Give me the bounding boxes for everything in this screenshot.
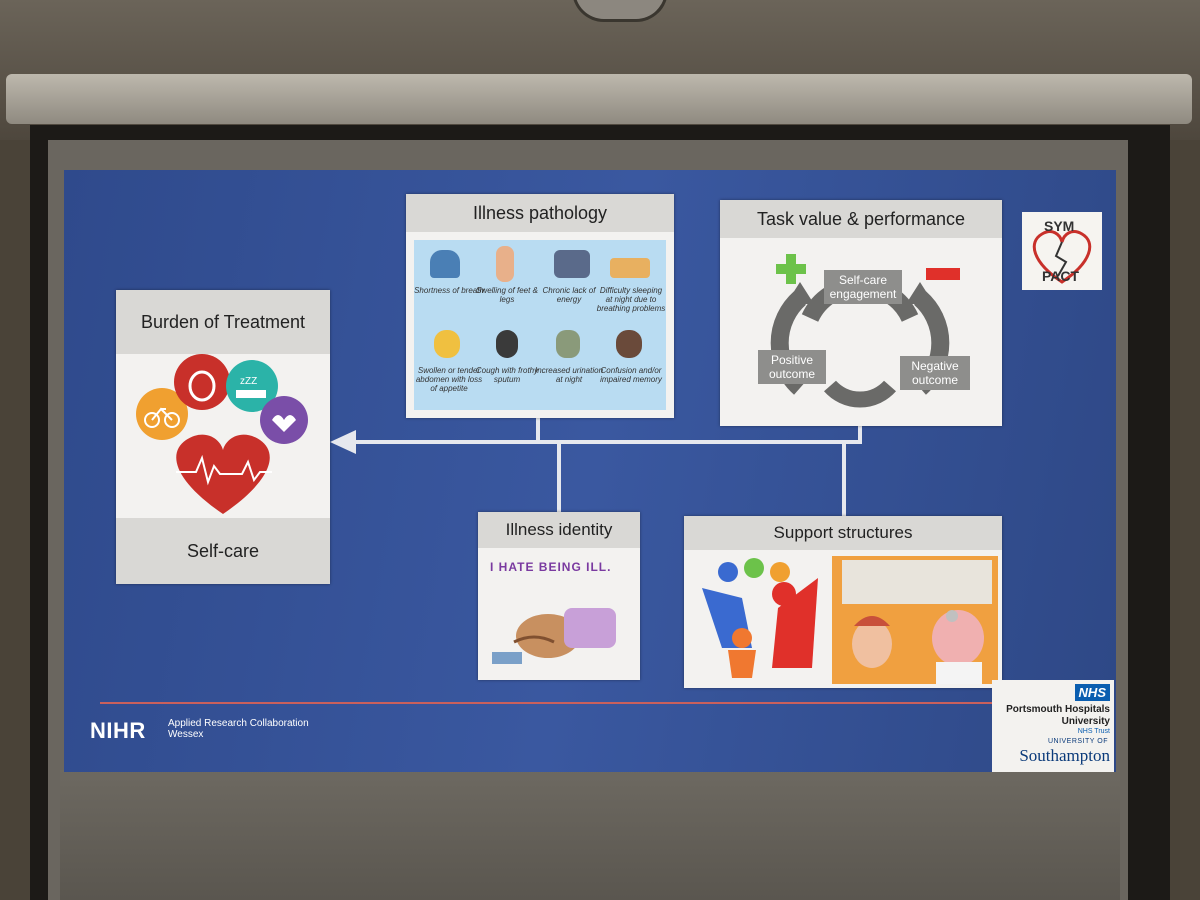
sympact-logo: SYM PACT (1022, 212, 1102, 290)
connector-identity (557, 442, 561, 512)
partner-logos: NHS Portsmouth Hospitals University NHS … (992, 680, 1114, 772)
symptom-figure-confusion (616, 330, 642, 358)
sick-person-illustration (492, 608, 616, 664)
screen-lower-area (60, 770, 1120, 900)
symptom-figure-legs (496, 246, 514, 282)
minus-icon (926, 268, 960, 280)
connector-task (858, 426, 862, 442)
arc-line-1: Applied Research Collaboration (168, 718, 309, 729)
pathology-title: Illness pathology (406, 194, 674, 232)
symptom-figure-breath (430, 250, 460, 278)
connector-horizontal (354, 440, 862, 444)
symptom-caption: Cough with frothy sputum (475, 366, 539, 384)
doctor-patient-illustration (832, 556, 998, 684)
burden-illustration: zZZ (136, 354, 308, 514)
self-care-label: Self-care (116, 518, 330, 584)
symptom-caption: Increased urination at night (534, 366, 604, 384)
symptom-figure-urination (556, 330, 580, 358)
symptom-figure-cough (496, 330, 518, 358)
plus-icon (776, 254, 806, 284)
arc-wessex-text: Applied Research Collaboration Wessex (168, 718, 309, 740)
burden-of-treatment-card: Burden of Treatment zZZ Self-care (116, 290, 330, 584)
apple-icon (174, 354, 230, 410)
feedback-cycle-diagram (770, 254, 960, 408)
support-structures-card: Support structures (684, 516, 1002, 688)
symptom-caption: Shortness of breath (414, 286, 484, 295)
symptom-figure-bed (610, 258, 650, 278)
symptom-caption: Difficulty sleeping at night due to brea… (596, 286, 666, 313)
arc-line-2: Wessex (168, 729, 204, 740)
trust-line-2: University (1061, 716, 1110, 727)
support-title: Support structures (684, 516, 1002, 550)
symptom-caption: Confusion and/or impaired memory (600, 366, 662, 384)
task-title: Task value & performance (720, 200, 1002, 238)
family-support-icon (702, 558, 818, 678)
nhs-logo: NHS (1074, 684, 1110, 701)
identity-title: Illness identity (478, 512, 640, 548)
sympact-bottom-text: PACT (1042, 268, 1080, 284)
presentation-slide: Burden of Treatment zZZ Self-care Illnes… (64, 170, 1116, 772)
svg-text:zZZ: zZZ (240, 376, 257, 387)
projector-screen-housing (6, 74, 1192, 124)
arrow-head (330, 430, 356, 454)
nihr-logo: NIHR (90, 718, 146, 743)
symptoms-panel: Shortness of breath Swelling of feet & l… (414, 240, 666, 410)
symptom-figure-abdomen (434, 330, 460, 358)
illness-pathology-card: Illness pathology Shortness of breath Sw… (406, 194, 674, 418)
positive-outcome-label: Positive outcome (758, 350, 826, 384)
trust-line-3: NHS Trust (1077, 728, 1110, 735)
symptom-figure-energy (554, 250, 590, 278)
symptom-caption: Swelling of feet & legs (476, 286, 538, 304)
symptom-caption: Chronic lack of energy (542, 286, 596, 304)
connector-support (842, 442, 846, 516)
burden-title: Burden of Treatment (116, 290, 330, 354)
identity-handwriting: I HATE BEING ILL. (490, 560, 612, 574)
footer-divider (100, 702, 1000, 704)
sympact-top-text: SYM (1044, 218, 1075, 234)
uni-line-2: Southampton (1019, 746, 1110, 765)
task-value-card: Task value & performance Self-care engag… (720, 200, 1002, 426)
connector-pathology (536, 418, 540, 442)
sleep-icon (226, 360, 278, 412)
symptom-caption: Swollen or tender abdomen with loss of a… (415, 366, 483, 393)
trust-line-1: Portsmouth Hospitals (1006, 704, 1110, 715)
broken-heart-icon (1032, 230, 1092, 284)
self-care-engagement-label: Self-care engagement (824, 270, 902, 304)
negative-outcome-label: Negative outcome (900, 356, 970, 390)
uni-line-1: UNIVERSITY OF (1047, 738, 1108, 745)
illness-identity-card: Illness identity I HATE BEING ILL. (478, 512, 640, 680)
